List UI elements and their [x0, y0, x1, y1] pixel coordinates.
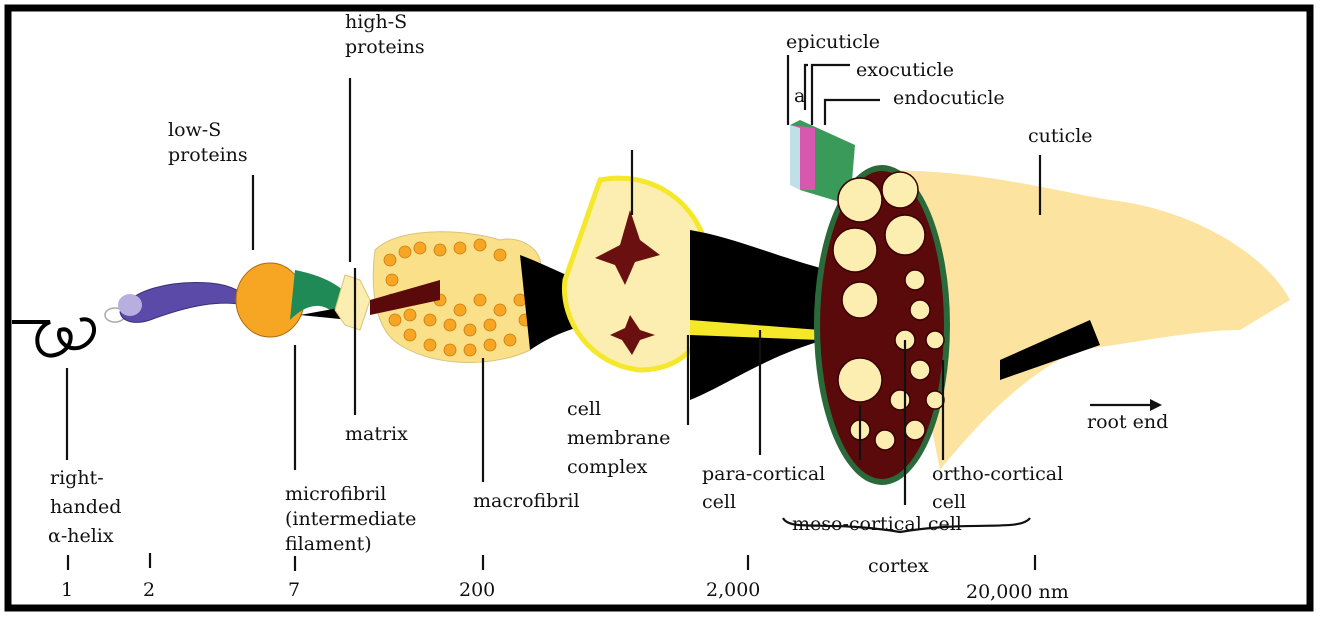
label-cmc-3: complex — [567, 456, 648, 478]
arrow-right-icon — [1150, 399, 1162, 411]
cell-taper — [690, 230, 900, 400]
label-macrofibril: macrofibril — [473, 490, 580, 512]
label-helix-3: α-helix — [48, 525, 114, 547]
label-low-s-2: proteins — [168, 144, 248, 166]
label-a: a — [794, 85, 805, 107]
scale-1: 1 — [61, 579, 73, 601]
scale-7: 7 — [288, 579, 300, 601]
fiber-cuticle-drawing — [880, 170, 1290, 470]
leader-lines — [65, 55, 1162, 571]
label-cortex: cortex — [868, 555, 929, 577]
label-meso-cortical: meso-cortical cell — [792, 513, 962, 535]
label-para-cortical-1: para-cortical — [702, 463, 825, 485]
label-high-s-2: proteins — [345, 36, 425, 58]
label-microfibril-1: microfibril — [285, 483, 386, 505]
label-ortho-cortical-2: cell — [932, 491, 966, 513]
protofibril-end — [118, 294, 142, 316]
scale-20000: 20,000 nm — [966, 581, 1069, 603]
scale-200: 200 — [459, 579, 495, 601]
label-helix-1: right- — [50, 467, 104, 489]
label-microfibril-3: filament) — [285, 533, 372, 555]
label-epicuticle: epicuticle — [786, 31, 880, 53]
label-microfibril-2: (intermediate — [285, 508, 416, 530]
label-cuticle: cuticle — [1028, 125, 1093, 147]
label-root-end: root end — [1087, 411, 1168, 433]
label-ortho-cortical-1: ortho-cortical — [932, 463, 1063, 485]
label-matrix: matrix — [345, 423, 408, 445]
scale-2: 2 — [143, 579, 155, 601]
label-helix-2: handed — [50, 496, 121, 518]
label-para-cortical-2: cell — [702, 491, 736, 513]
label-endocuticle: endocuticle — [893, 87, 1005, 109]
label-cmc-1: cell — [567, 398, 601, 420]
scale-2000: 2,000 — [706, 579, 760, 601]
matrix-drawing — [334, 274, 371, 331]
label-cmc-2: membrane — [567, 427, 670, 449]
label-exocuticle: exocuticle — [856, 59, 954, 81]
cell-nucleus-remnant — [595, 210, 660, 285]
label-high-s-1: high-S — [345, 11, 407, 33]
label-low-s-1: low-S — [168, 119, 221, 141]
cortex-cells — [832, 171, 945, 451]
